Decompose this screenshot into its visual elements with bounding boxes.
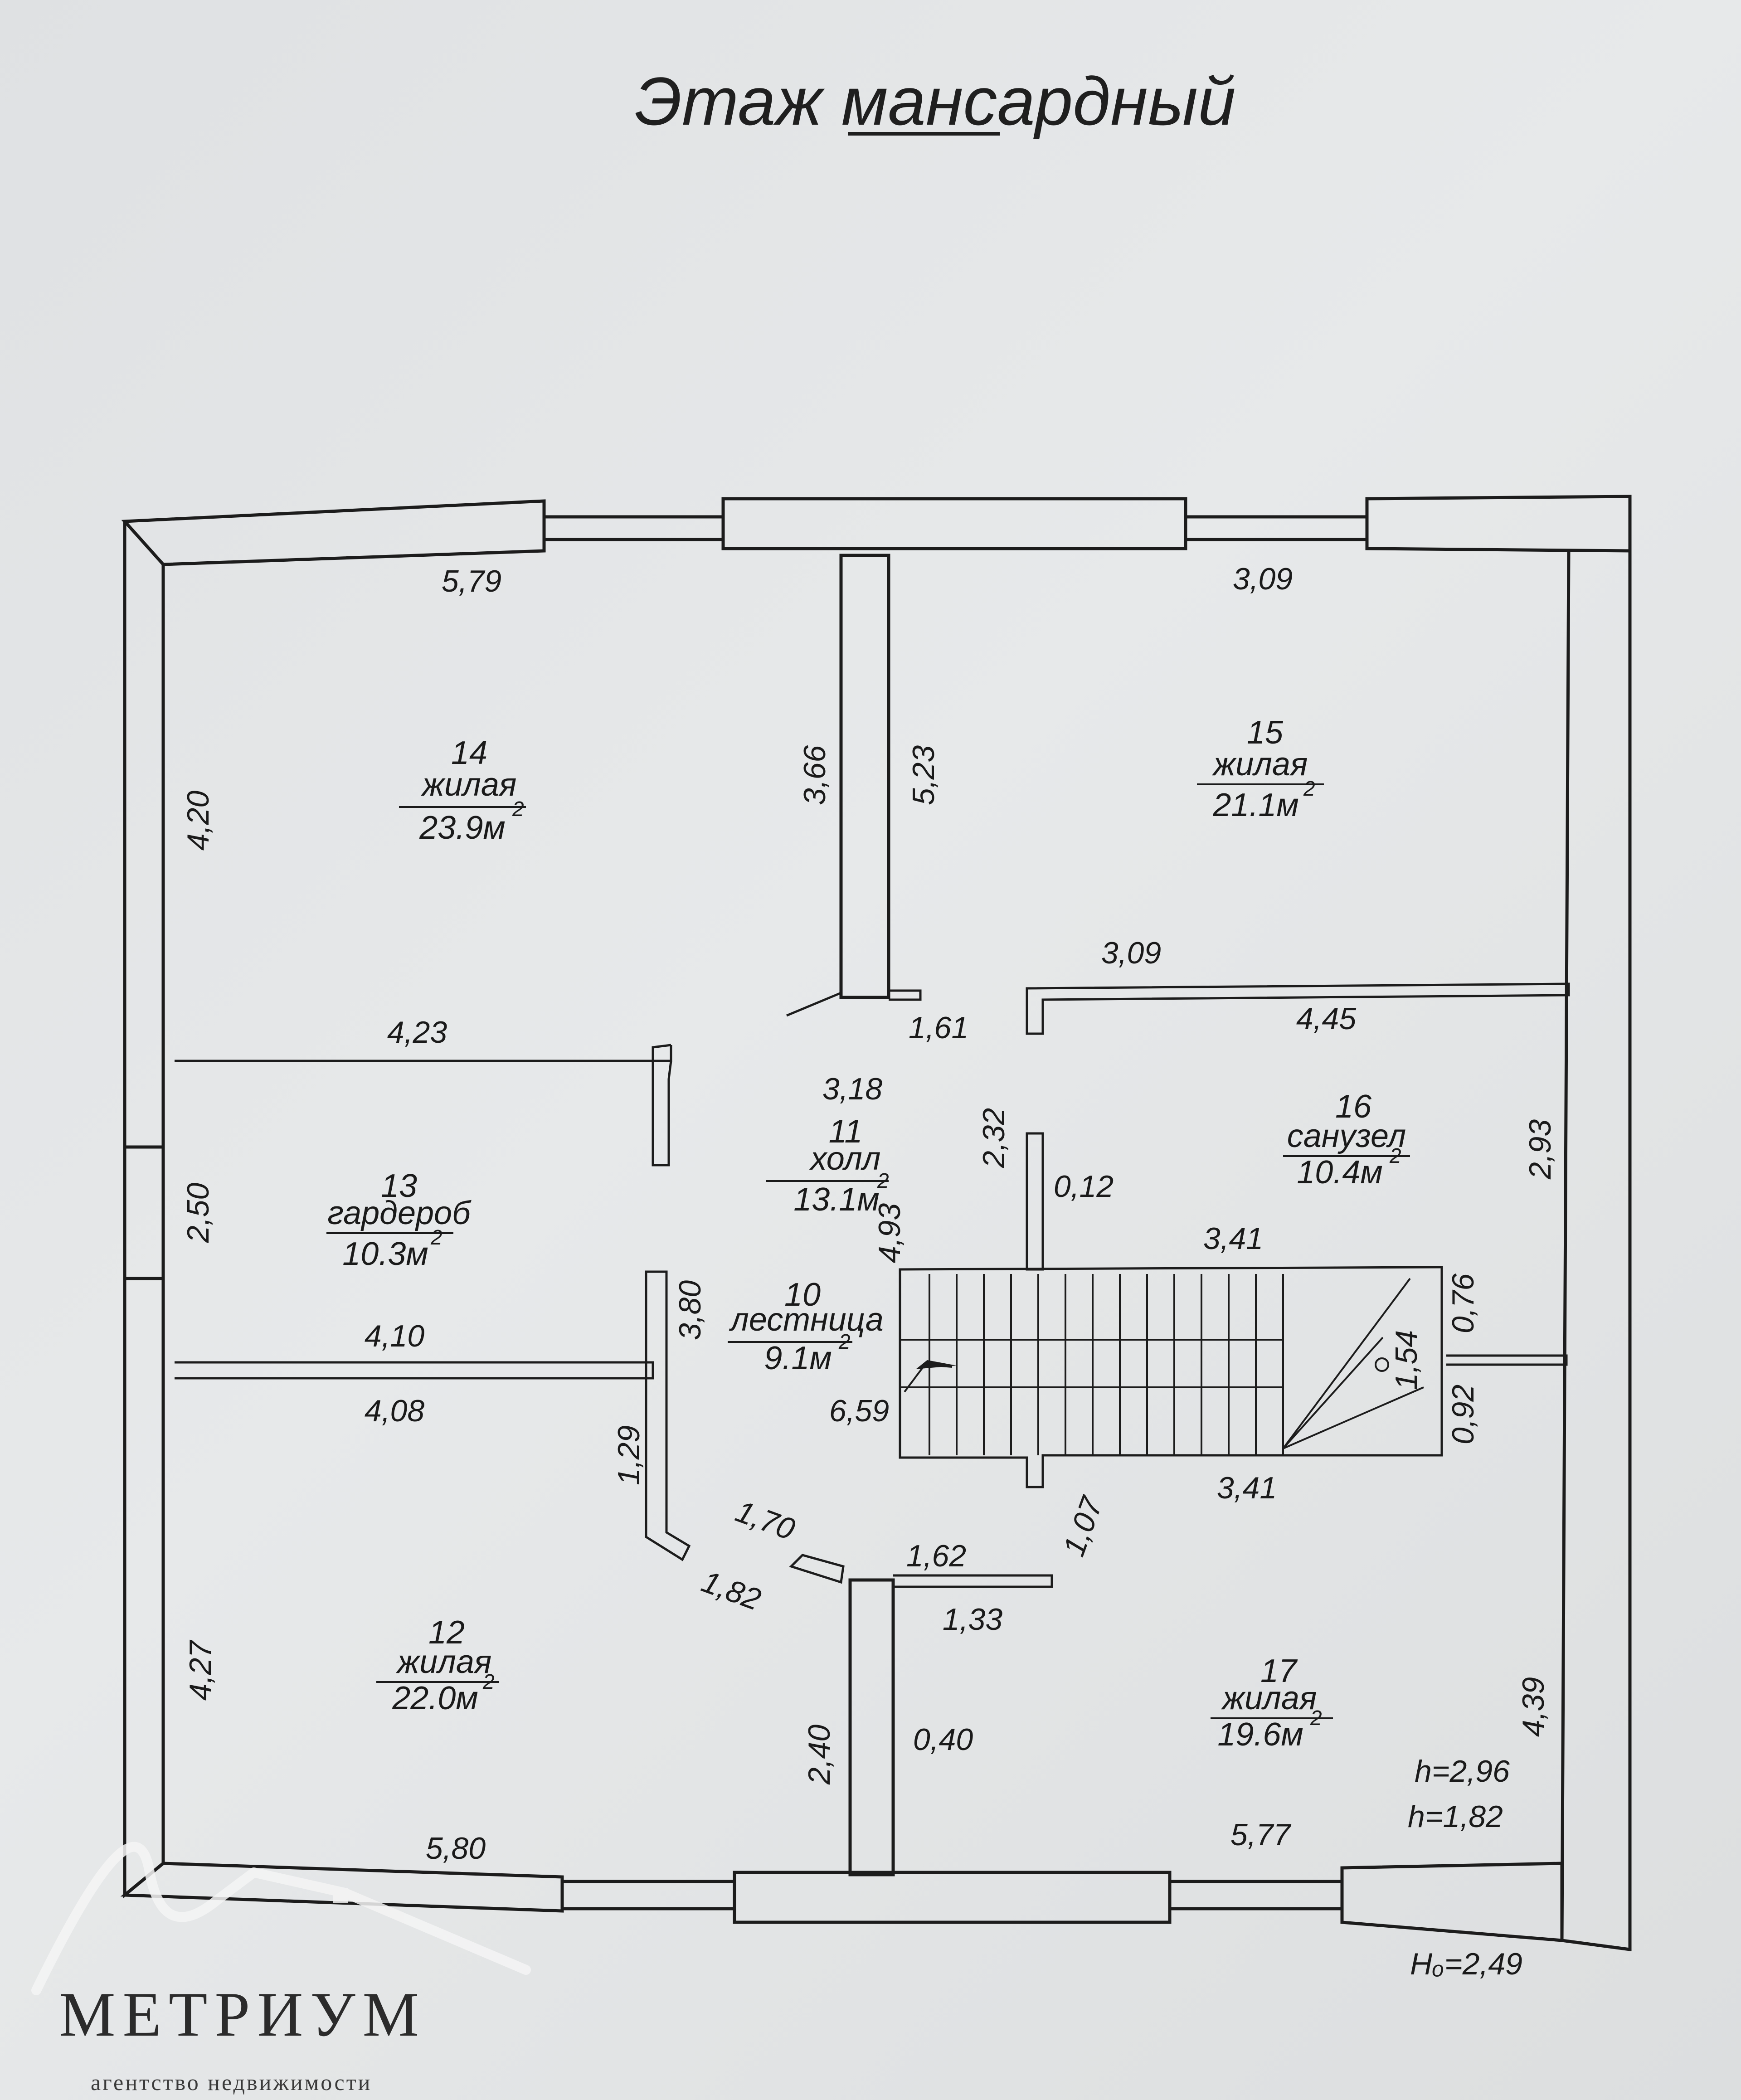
room-12-label: 12 жилая 22.0м 2 xyxy=(376,1614,499,1716)
dimension-label: 3,18 xyxy=(822,1072,883,1106)
svg-text:жилая: жилая xyxy=(1212,746,1308,783)
brand-name: МЕТРИУМ xyxy=(59,1979,426,2050)
svg-text:10: 10 xyxy=(784,1277,821,1313)
svg-text:2: 2 xyxy=(1389,1144,1401,1167)
svg-text:2: 2 xyxy=(1303,777,1315,800)
dimension-label: 5,23 xyxy=(906,745,941,806)
room-11-label: 11 холл 13.1м 2 xyxy=(766,1113,889,1218)
svg-text:гардероб: гардероб xyxy=(327,1195,472,1231)
dimension-label: 5,79 xyxy=(442,564,501,598)
room-10-label: 10 лестница 9.1м 2 xyxy=(728,1277,884,1376)
svg-text:2: 2 xyxy=(1310,1706,1322,1730)
svg-text:жилая: жилая xyxy=(396,1644,492,1680)
dimension-label: 1,54 xyxy=(1389,1330,1424,1390)
svg-text:16: 16 xyxy=(1335,1089,1372,1125)
dimension-label: 2,40 xyxy=(802,1725,836,1785)
room-15-label: 15 жилая 21.1м 2 xyxy=(1197,715,1324,823)
dimension-label: 4,45 xyxy=(1296,1001,1357,1036)
svg-text:11: 11 xyxy=(829,1113,863,1150)
svg-text:17: 17 xyxy=(1260,1653,1298,1689)
height-note: h=2,96 xyxy=(1415,1754,1510,1789)
svg-text:2: 2 xyxy=(877,1169,889,1192)
svg-text:2: 2 xyxy=(512,797,524,821)
dimension-label: 1,33 xyxy=(943,1602,1003,1637)
dimension-label: 0,12 xyxy=(1054,1169,1114,1204)
svg-text:15: 15 xyxy=(1247,715,1284,751)
dimension-label: 2,93 xyxy=(1523,1119,1557,1180)
svg-text:жилая: жилая xyxy=(421,767,517,803)
svg-text:2: 2 xyxy=(482,1670,495,1693)
interior-walls xyxy=(175,554,1570,1876)
brand-tagline: агентство недвижимости xyxy=(91,2070,372,2095)
room-16-label: 16 санузел 10.4м 2 xyxy=(1283,1089,1410,1191)
dimension-label: 3,09 xyxy=(1233,562,1293,596)
dimension-label: 0,40 xyxy=(913,1722,973,1757)
room-14-label: 14 жилая 23.9м 2 xyxy=(399,735,526,846)
dimension-label: 1,70 xyxy=(731,1494,800,1547)
dimension-label: 0,92 xyxy=(1446,1385,1480,1444)
dimension-label: 1,07 xyxy=(1056,1492,1109,1560)
svg-text:10.3м: 10.3м xyxy=(342,1236,428,1272)
svg-text:23.9м: 23.9м xyxy=(419,810,506,846)
svg-text:22.0м: 22.0м xyxy=(392,1680,478,1716)
dimension-labels: 5,79 3,09 4,20 3,66 5,23 3,09 1,61 4,45 … xyxy=(181,562,1557,1866)
svg-text:2: 2 xyxy=(430,1225,443,1249)
dimension-label: 4,08 xyxy=(365,1394,425,1428)
plan-title: Этаж мансардный xyxy=(635,63,1236,139)
room-13-label: 13 гардероб 10.3м 2 xyxy=(326,1168,472,1272)
svg-text:12: 12 xyxy=(428,1614,465,1651)
svg-text:10.4м: 10.4м xyxy=(1297,1154,1383,1191)
dimension-label: 4,27 xyxy=(183,1640,218,1701)
svg-text:14: 14 xyxy=(451,735,487,771)
svg-text:19.6м: 19.6м xyxy=(1217,1716,1303,1753)
svg-text:лестница: лестница xyxy=(729,1302,884,1338)
dimension-label: 3,41 xyxy=(1217,1471,1277,1505)
dimension-label: 4,93 xyxy=(872,1203,907,1264)
svg-text:9.1м: 9.1м xyxy=(764,1340,832,1376)
room-17-label: 17 жилая 19.6м 2 xyxy=(1211,1653,1333,1753)
dimension-label: 3,80 xyxy=(673,1280,707,1341)
outer-walls xyxy=(120,495,1632,1951)
dimension-label: 6,59 xyxy=(829,1394,889,1428)
dimension-label: 1,82 xyxy=(697,1564,765,1617)
staircase xyxy=(899,1266,1443,1488)
svg-text:2: 2 xyxy=(838,1330,851,1353)
dimension-label: 4,39 xyxy=(1516,1677,1551,1737)
dimension-label: 1,62 xyxy=(906,1539,966,1573)
height-note: h=1,82 xyxy=(1408,1799,1503,1834)
dimension-label: 3,66 xyxy=(798,745,832,806)
dimension-label: 1,61 xyxy=(909,1011,968,1045)
dimension-label: 4,10 xyxy=(365,1319,425,1353)
svg-text:13: 13 xyxy=(381,1168,417,1204)
svg-text:13.1м: 13.1м xyxy=(793,1181,880,1218)
dimension-label: 4,20 xyxy=(181,791,215,851)
dimension-label: 3,41 xyxy=(1203,1221,1263,1256)
svg-text:21.1м: 21.1м xyxy=(1212,787,1299,823)
dimension-label: 2,50 xyxy=(181,1183,215,1244)
dimension-label: 2,32 xyxy=(977,1108,1011,1168)
dimension-label: 0,76 xyxy=(1446,1274,1480,1334)
height-note: Нₒ=2,49 xyxy=(1410,1947,1522,1981)
dimension-label: 4,23 xyxy=(387,1015,447,1050)
svg-text:холл: холл xyxy=(809,1141,881,1177)
svg-text:жилая: жилая xyxy=(1221,1680,1317,1716)
svg-text:санузел: санузел xyxy=(1287,1118,1406,1154)
dimension-label: 3,09 xyxy=(1101,936,1161,970)
dimension-label: 1,29 xyxy=(612,1425,646,1485)
dimension-label: 5,80 xyxy=(426,1831,486,1866)
brand-logo xyxy=(31,1842,531,1995)
dimension-label: 5,77 xyxy=(1230,1818,1292,1852)
